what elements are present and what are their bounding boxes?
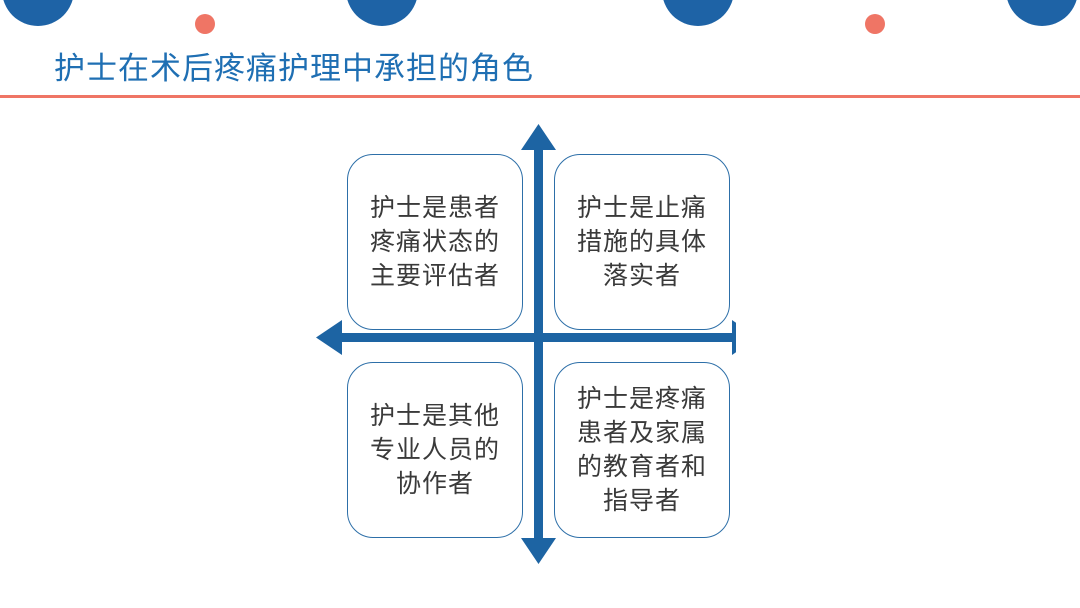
arrow-left-icon (316, 320, 342, 355)
title-divider (0, 95, 1080, 98)
arrow-right-icon (732, 320, 736, 355)
card-line: 专业人员的 (369, 435, 500, 464)
card-line: 患者及家属 (576, 418, 707, 447)
card-line: 的教育者和 (576, 452, 707, 481)
decorative-dot-1 (195, 14, 215, 34)
decorative-circle-3 (662, 0, 734, 26)
card-bottom-right: 护士是疼痛 患者及家属 的教育者和 指导者 (554, 362, 730, 538)
card-line: 护士是其他 (369, 401, 500, 430)
card-top-left: 护士是患者 疼痛状态的 主要评估者 (347, 154, 523, 330)
vertical-axis (534, 150, 543, 538)
card-top-right: 护士是止痛 措施的具体 落实者 (554, 154, 730, 330)
card-line: 护士是患者 (369, 193, 500, 222)
card-line: 落实者 (602, 261, 681, 290)
card-top-left-text: 护士是患者 疼痛状态的 主要评估者 (360, 191, 510, 293)
card-line: 主要评估者 (369, 261, 500, 290)
quadrant-diagram: 护士是患者 疼痛状态的 主要评估者 护士是止痛 措施的具体 落实者 护士是其他 … (316, 124, 736, 564)
slide-title: 护士在术后疼痛护理中承担的角色 (54, 51, 534, 87)
horizontal-axis (342, 333, 732, 342)
decorative-circle-1 (2, 0, 74, 26)
arrow-up-icon (521, 124, 556, 150)
card-line: 措施的具体 (576, 227, 707, 256)
card-bottom-left-text: 护士是其他 专业人员的 协作者 (360, 399, 510, 501)
decorative-circle-4 (1006, 0, 1078, 26)
cross-arrows (316, 124, 736, 564)
card-line: 护士是止痛 (576, 193, 707, 222)
card-line: 护士是疼痛 (576, 384, 707, 413)
card-line: 疼痛状态的 (369, 227, 500, 256)
card-line: 协作者 (395, 469, 474, 498)
decorative-dot-2 (865, 14, 885, 34)
card-bottom-left: 护士是其他 专业人员的 协作者 (347, 362, 523, 538)
card-top-right-text: 护士是止痛 措施的具体 落实者 (567, 191, 717, 293)
card-line: 指导者 (602, 486, 681, 515)
card-bottom-right-text: 护士是疼痛 患者及家属 的教育者和 指导者 (567, 382, 717, 518)
arrow-down-icon (521, 538, 556, 564)
decorative-circle-2 (346, 0, 418, 26)
